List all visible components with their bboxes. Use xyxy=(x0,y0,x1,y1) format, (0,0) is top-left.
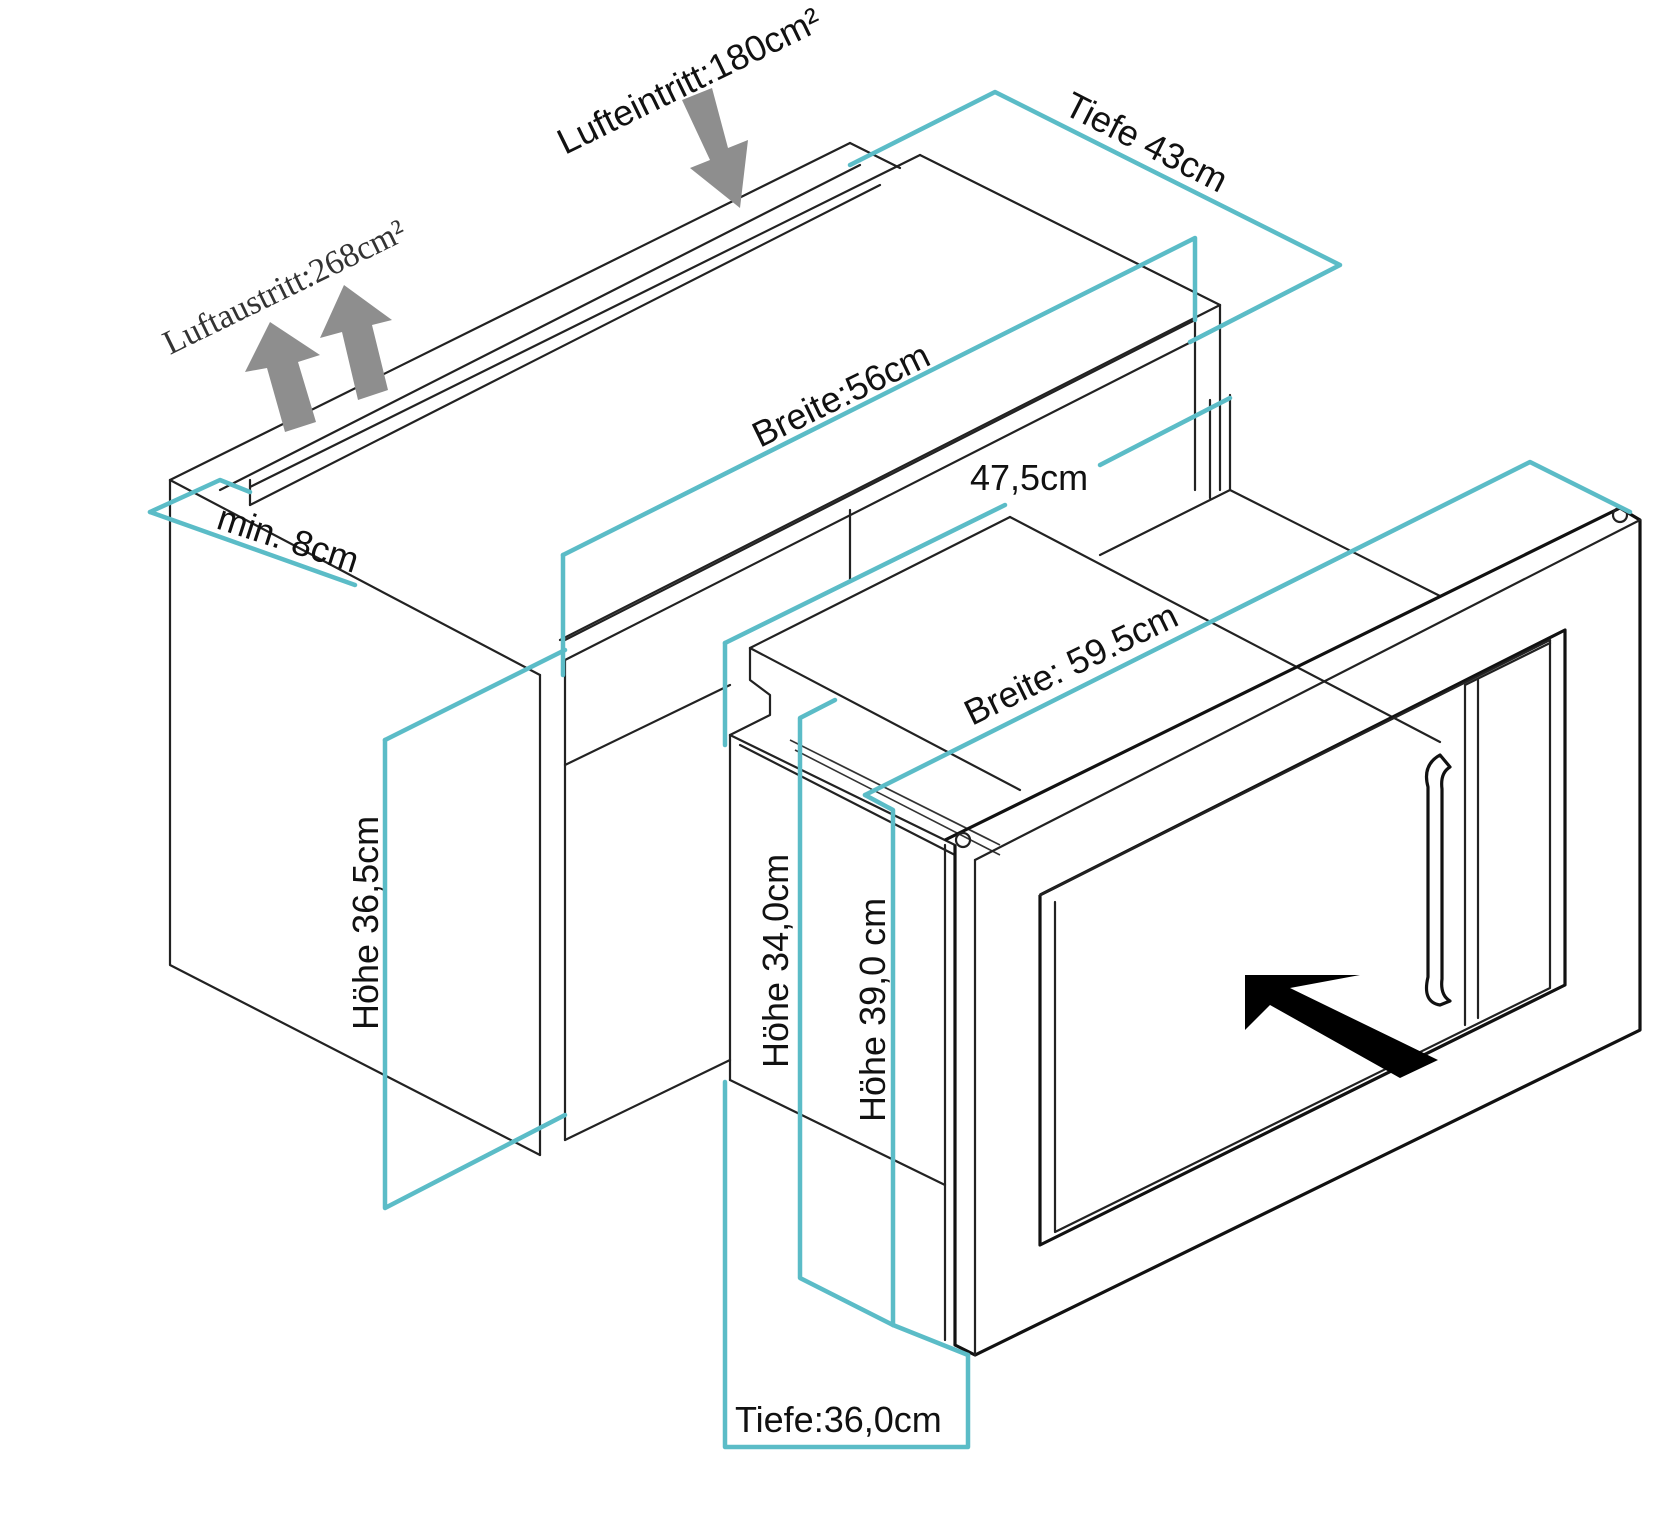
appliance-width-label: Breite: 59.5cm xyxy=(958,595,1185,734)
microwave-outline xyxy=(728,393,1642,1357)
air-inlet-label: Lufteintritt:180cm² xyxy=(551,0,828,162)
opening-width-label: 47,5cm xyxy=(970,457,1088,498)
arrow-up-icon xyxy=(320,285,392,400)
min-gap-label: min. 8cm xyxy=(213,497,365,581)
appliance-depth-label: Tiefe:36,0cm xyxy=(735,1399,942,1440)
arrow-insert-icon xyxy=(1245,975,1438,1078)
front-height-label: Höhe 39,0 cm xyxy=(852,898,893,1122)
cabinet-width-label: Breite:56cm xyxy=(746,334,937,455)
arrow-up-icon xyxy=(245,322,320,432)
body-height-label: Höhe 34,0cm xyxy=(755,854,796,1068)
cabinet-depth-label: Tiefe 43cm xyxy=(1058,84,1234,201)
dimension-lines xyxy=(147,89,1633,1450)
cabinet-height-label: Höhe 36,5cm xyxy=(345,816,386,1030)
arrow-down-icon xyxy=(682,88,748,208)
cabinet-outline xyxy=(168,141,1222,1157)
